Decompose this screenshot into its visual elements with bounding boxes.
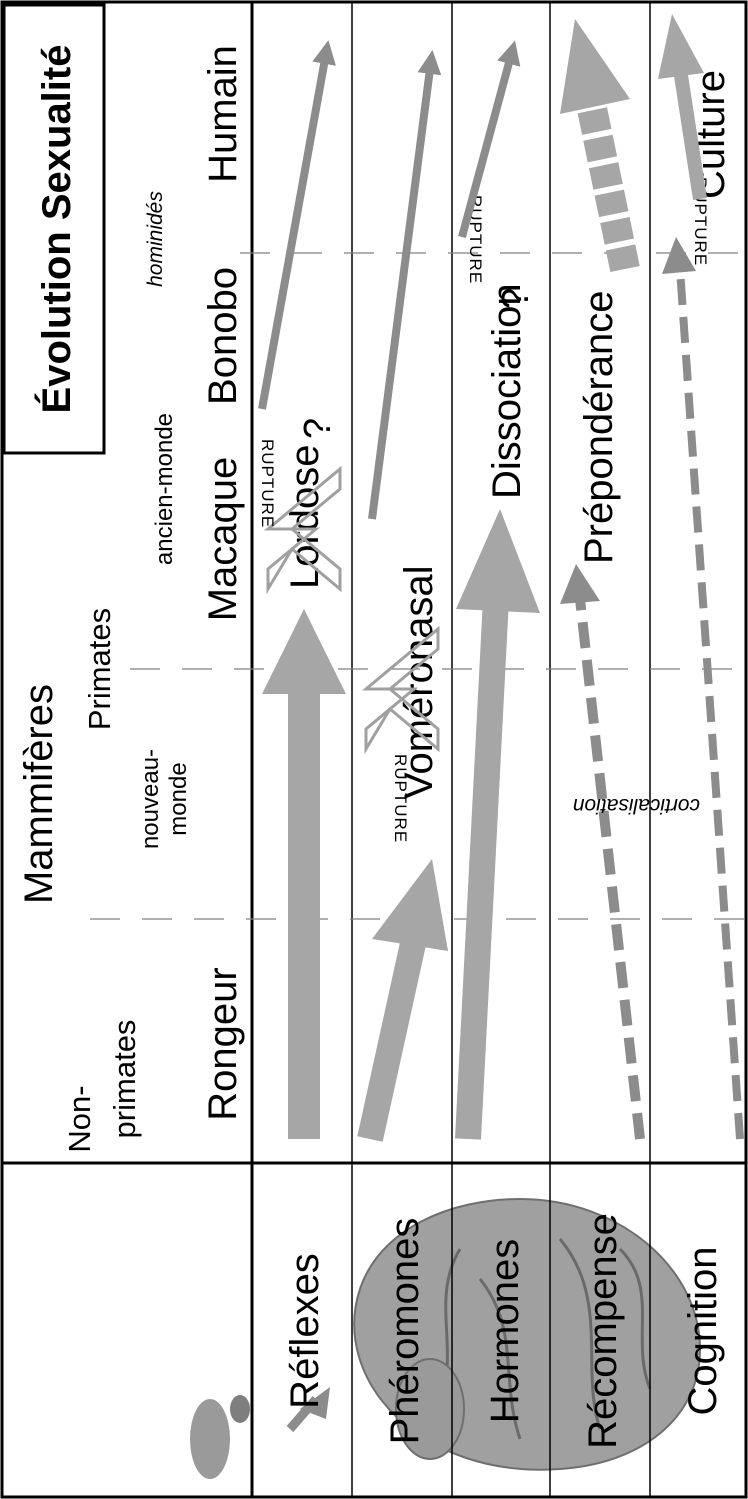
brain-icon bbox=[190, 1197, 702, 1479]
preponderance-arrow-head bbox=[560, 19, 630, 114]
non-primates-label-1: Non- bbox=[62, 1085, 97, 1152]
row-lines bbox=[250, 2, 651, 1497]
reflexes-arrow-body bbox=[288, 691, 320, 1139]
primates-label: Primates bbox=[82, 608, 117, 730]
row-label-hormones: Hormones bbox=[483, 1239, 527, 1424]
hominides-label: hominidés bbox=[144, 191, 167, 287]
nouveau-monde-label-1: nouveau- bbox=[137, 749, 164, 849]
recompense-arrow-head bbox=[560, 564, 600, 604]
title-box bbox=[2, 3, 106, 455]
cross-mark-icon bbox=[263, 465, 342, 595]
dissociation-label: Dissociation bbox=[485, 283, 529, 499]
row-label-cognition: Cognition bbox=[681, 1246, 725, 1415]
vomeronasal-label: Voméronasal bbox=[397, 566, 441, 799]
pheromones-arrow-human bbox=[368, 49, 442, 520]
rupture-label-pheromones: RUPTURE bbox=[391, 754, 410, 843]
culture-arrow-body bbox=[673, 67, 707, 201]
question-mark-hormones: ? bbox=[495, 288, 537, 309]
pheromones-arrow-body bbox=[357, 918, 431, 1142]
hormones-arrow-head bbox=[456, 509, 540, 613]
pheromones-arrow-head bbox=[372, 859, 448, 951]
species-humain: Humain bbox=[201, 45, 245, 183]
cognition-dashed-arrow bbox=[676, 268, 744, 1140]
reflexes-arrow-human bbox=[258, 40, 336, 410]
nouveau-monde-label-2: monde bbox=[165, 762, 192, 835]
corticalisation-label: corticalisation bbox=[573, 794, 700, 817]
recompense-dashed-arrow bbox=[575, 598, 645, 1140]
rupture-label-reflexes: RUPTURE bbox=[258, 439, 277, 528]
reflexes-arrow-head bbox=[262, 609, 346, 694]
non-primates-label-2: primates bbox=[107, 1020, 142, 1139]
row-label-recompense: Récompense bbox=[581, 1213, 625, 1449]
hormones-arrow-body bbox=[455, 598, 509, 1140]
mammiferes-label: Mammifères bbox=[17, 684, 61, 904]
preponderance-arrow-body bbox=[575, 95, 640, 273]
species-rongeur: Rongeur bbox=[201, 967, 245, 1120]
culture-arrow-head bbox=[658, 14, 704, 79]
cross-mark-icon bbox=[361, 625, 440, 755]
species-bonobo: Bonobo bbox=[201, 267, 245, 405]
page-title: Évolution Sexualité bbox=[34, 45, 79, 414]
question-mark-reflexes: ? bbox=[297, 418, 339, 439]
ancien-monde-label: ancien-monde bbox=[151, 413, 178, 565]
row-label-reflexes: Réflexes bbox=[283, 1253, 327, 1409]
preponderance-label: Prépondérance bbox=[577, 290, 621, 564]
cognition-arrow-head bbox=[662, 237, 696, 274]
row-label-pheromones: Phéromones bbox=[383, 1218, 427, 1445]
species-macaque: Macaque bbox=[201, 457, 245, 622]
hormones-arrow-human bbox=[458, 40, 521, 239]
